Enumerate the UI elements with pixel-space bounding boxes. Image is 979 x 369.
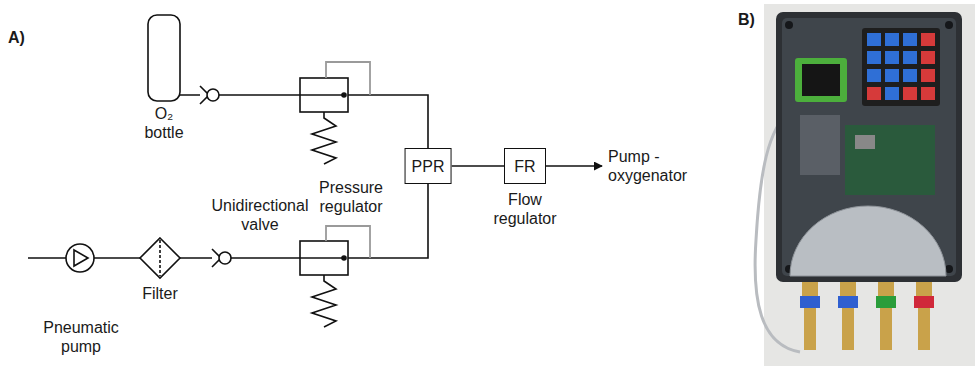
regulator-symbol bbox=[300, 257, 344, 259]
pilot-line bbox=[326, 226, 370, 258]
box-text: PPR bbox=[412, 157, 445, 176]
keypad bbox=[862, 28, 940, 106]
screw bbox=[945, 21, 953, 29]
oxygen-bottle bbox=[148, 15, 180, 101]
screw bbox=[785, 21, 793, 29]
pump-symbol bbox=[66, 244, 94, 272]
component bbox=[855, 135, 875, 149]
label-text: Flow regulator bbox=[493, 191, 556, 227]
filter-symbol bbox=[159, 240, 161, 276]
circuit-board bbox=[800, 115, 840, 175]
part-label: Unidirectional valve bbox=[202, 196, 318, 234]
pipe-connector bbox=[451, 165, 504, 167]
part-label: O₂ bottle bbox=[134, 104, 194, 142]
box-text: FR bbox=[514, 157, 535, 176]
regulator-symbol bbox=[300, 94, 344, 96]
pilot-line bbox=[326, 62, 370, 95]
part-label: Filter bbox=[134, 284, 186, 303]
filter-symbol bbox=[140, 238, 180, 278]
check-valve-symbol bbox=[207, 89, 219, 101]
regulator-symbol bbox=[342, 256, 346, 260]
label-text: Unidirectional valve bbox=[212, 197, 309, 233]
check-valve-symbol bbox=[219, 252, 231, 264]
process-box: PPR bbox=[405, 148, 452, 184]
device-photo bbox=[755, 4, 975, 366]
metal-plate bbox=[790, 206, 946, 276]
regulator-symbol bbox=[300, 78, 348, 112]
spring-symbol bbox=[312, 275, 336, 327]
keypad-keys bbox=[867, 33, 935, 100]
display bbox=[802, 64, 840, 96]
process-box: FR bbox=[504, 148, 546, 184]
output-arrow bbox=[546, 165, 602, 167]
enclosure bbox=[776, 12, 962, 282]
part-label: Pressure regulator bbox=[304, 178, 398, 216]
label-text: Pneumatic pump bbox=[43, 319, 119, 355]
part-label: Pneumatic pump bbox=[34, 318, 128, 356]
label-text: O₂ bottle bbox=[144, 105, 183, 141]
label-text: A) bbox=[8, 29, 25, 46]
enclosure-lid bbox=[782, 18, 956, 276]
part-label: Flow regulator bbox=[485, 190, 565, 228]
regulator-symbol bbox=[300, 241, 348, 275]
circuit-board bbox=[845, 125, 935, 195]
display-frame bbox=[795, 58, 847, 102]
label-text: B) bbox=[738, 11, 755, 28]
photo-ground bbox=[764, 4, 975, 366]
regulator-symbol bbox=[342, 93, 346, 97]
spring-symbol bbox=[312, 112, 336, 164]
panel-label: A) bbox=[8, 28, 48, 47]
panel-label: B) bbox=[738, 10, 764, 29]
label-text: Filter bbox=[142, 285, 178, 302]
pneumatic-fittings bbox=[800, 282, 934, 350]
part-label: Pump - oxygenator bbox=[608, 147, 698, 185]
label-text: Pressure regulator bbox=[319, 179, 383, 215]
label-text: Pump - oxygenator bbox=[608, 148, 687, 184]
pump-symbol bbox=[74, 250, 88, 266]
